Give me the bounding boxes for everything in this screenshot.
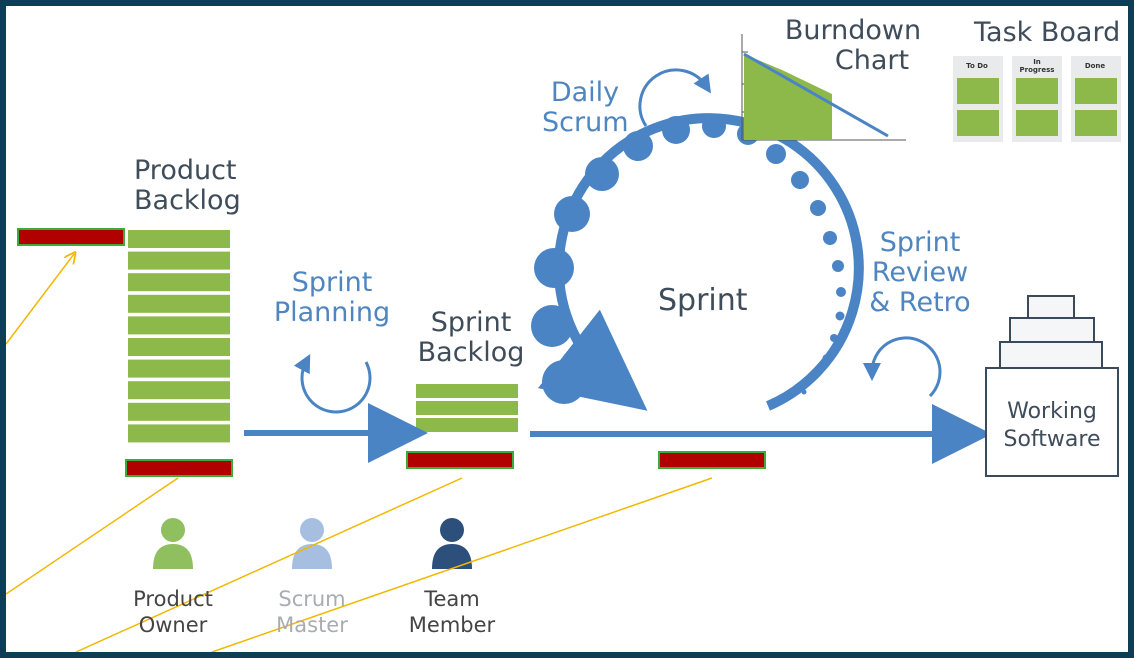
sprint-label: Sprint: [658, 283, 748, 318]
sprint-day-dot: [832, 260, 844, 272]
task-card: [957, 110, 999, 136]
product-backlog-stack: [128, 230, 230, 443]
sprint-day-dot: [823, 231, 837, 245]
task-card: [1016, 78, 1058, 104]
sprint-day-dot: [830, 334, 838, 342]
sprint-day-dot: [531, 305, 573, 347]
sprint-day-dot: [836, 287, 846, 297]
backlog-item: [128, 273, 230, 292]
sprint-backlog-item: [416, 418, 518, 432]
sprint-review-cycle-icon: [862, 336, 942, 398]
diagram-graphics: [6, 34, 1121, 652]
sprint-backlog-item: [416, 401, 518, 415]
sprint-day-dot: [542, 360, 586, 404]
backlog-item: [128, 381, 230, 400]
sprint-day-dots: [531, 114, 846, 404]
redacted-label: [17, 228, 125, 246]
backlog-item: [128, 402, 230, 421]
backlog-item: [128, 338, 230, 356]
sprint-day-dot: [534, 248, 574, 288]
sprint-day-dot: [813, 373, 819, 379]
task-board-column-done: Done: [1084, 62, 1106, 70]
task-card: [1016, 110, 1058, 136]
pointer-line: [75, 477, 463, 652]
sprint-planning-cycle-icon: [293, 354, 372, 414]
task-card: [1075, 78, 1117, 104]
backlog-item: [128, 251, 230, 270]
sprint-day-dot: [623, 131, 653, 161]
sprint-backlog-stack: [416, 384, 518, 432]
redacted-label: [658, 451, 766, 469]
burndown-chart-graphic: [741, 34, 906, 141]
task-board-graphic: [953, 56, 1121, 142]
sprint-day-dot: [662, 116, 690, 144]
task-card: [1075, 110, 1117, 136]
sprint-day-dot: [822, 354, 830, 362]
task-board-column-in-progress: In Progress: [1019, 58, 1055, 74]
task-board-label: Task Board: [974, 17, 1121, 48]
scrum-master-person-icon: [292, 518, 332, 569]
backlog-item: [128, 316, 230, 335]
pointer-line: [6, 254, 74, 345]
daily-scrum-cycle-icon: [638, 68, 712, 127]
sprint-day-dot: [554, 196, 590, 232]
product-owner-person-icon: [153, 518, 193, 569]
team-member-person-icon: [432, 518, 472, 569]
sprint-day-dot: [801, 389, 807, 395]
pointer-line: [6, 477, 179, 595]
backlog-item: [128, 230, 230, 248]
task-card: [957, 78, 999, 104]
redacted-label: [406, 451, 514, 469]
sprint-day-dot: [702, 114, 726, 138]
sprint-day-dot: [810, 200, 826, 216]
task-board-column-todo: To Do: [966, 62, 988, 70]
sprint-day-dot: [766, 144, 786, 164]
backlog-item: [128, 359, 230, 378]
sprint-day-dot: [791, 171, 809, 189]
sprint-day-dot: [835, 311, 845, 321]
sprint-backlog-item: [416, 384, 518, 398]
backlog-item: [128, 424, 230, 443]
working-software-computer-icon: [985, 295, 1119, 477]
pointer-line: [211, 477, 713, 652]
backlog-item: [128, 294, 230, 313]
redacted-label: [125, 459, 233, 477]
sprint-day-dot: [585, 157, 619, 191]
